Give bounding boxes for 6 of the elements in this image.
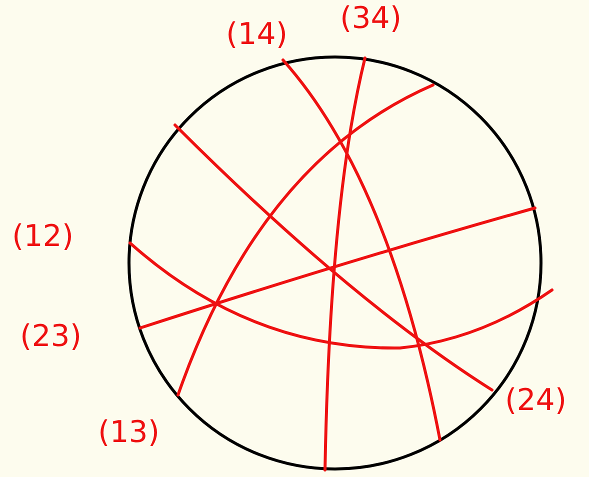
curve-label: (14) [226, 20, 288, 50]
curve-label: (13) [98, 418, 160, 448]
curve-label: (23) [20, 322, 82, 352]
curve-label: (34) [340, 4, 402, 34]
curve-label: (12) [12, 222, 74, 252]
curve-label: (24) [505, 386, 567, 416]
